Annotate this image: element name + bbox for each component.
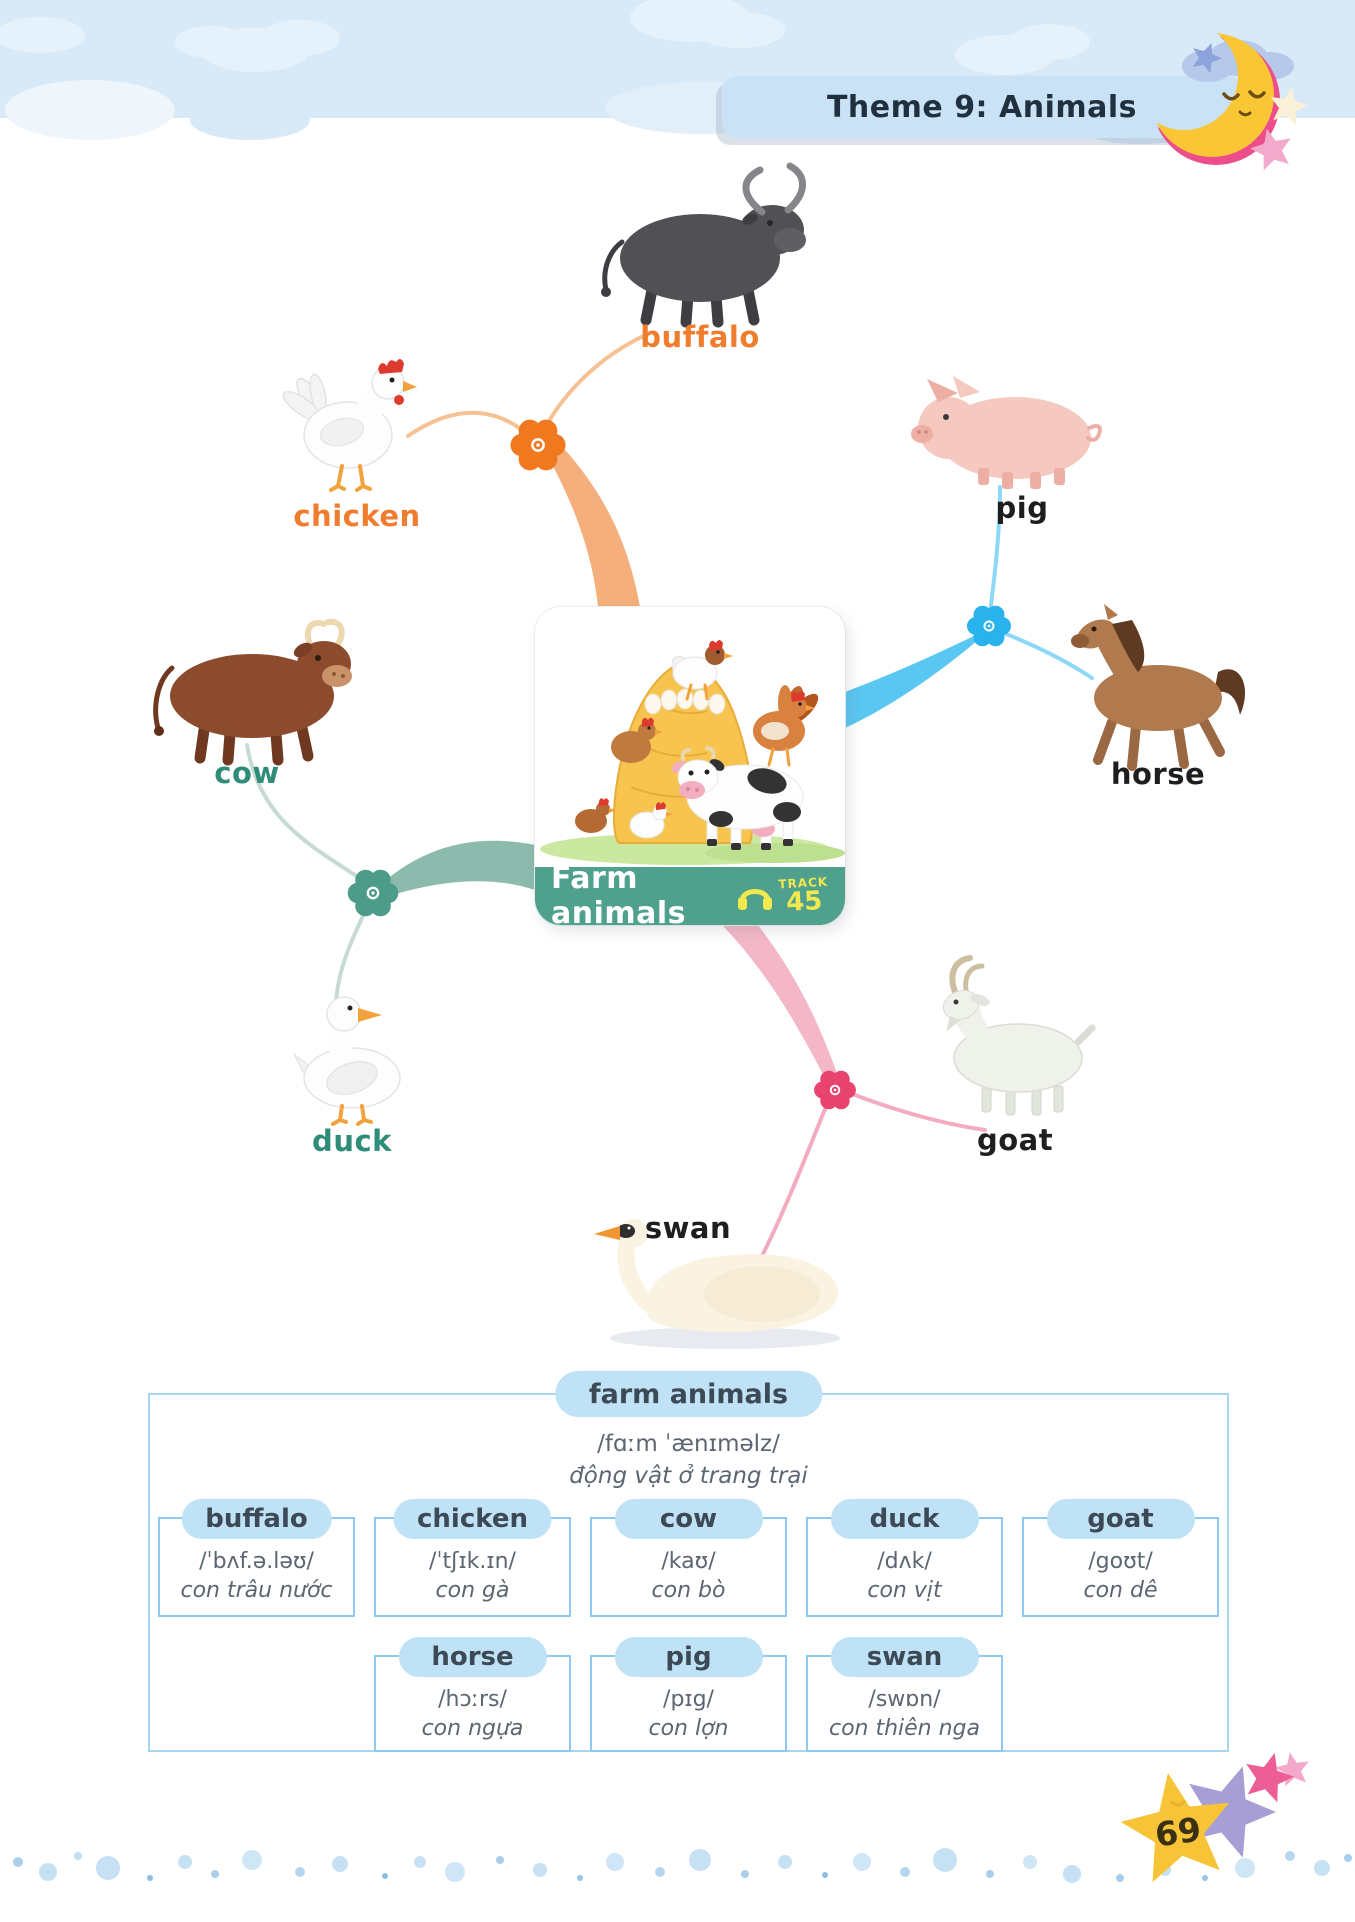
branch-pig xyxy=(987,485,1002,622)
trunk-orange xyxy=(540,434,640,607)
left-hen xyxy=(611,717,663,763)
page-number: 69 xyxy=(1152,1809,1204,1855)
word-pill: goat xyxy=(1046,1499,1195,1539)
vocab-card-cow: cow /kaʊ/ con bò xyxy=(590,1499,787,1617)
branch-goat xyxy=(840,1088,987,1132)
goat-illustration xyxy=(942,955,1096,1116)
word-translation: con bò xyxy=(651,1578,726,1603)
vocab-card-duck: duck /dʌk/ con vịt xyxy=(806,1499,1003,1617)
right-rooster xyxy=(753,685,819,767)
audio-track-badge: TRACK 45 xyxy=(737,874,829,918)
flower-node-pink xyxy=(813,1069,857,1111)
word-translation: con vịt xyxy=(867,1578,942,1603)
word-translation: con lợn xyxy=(648,1716,729,1741)
vocab-group-title: farm animals xyxy=(588,1378,789,1410)
card-title-bar: Farm animals TRACK 45 xyxy=(535,861,845,925)
word-pill: horse xyxy=(398,1637,547,1677)
branches xyxy=(245,331,1094,1258)
dot-border xyxy=(13,1848,1352,1883)
farm-scene-illustration xyxy=(540,640,845,865)
word-translation: con thiên nga xyxy=(828,1716,981,1741)
word-pill: buffalo xyxy=(181,1499,332,1539)
label-duck: duck xyxy=(312,1124,392,1158)
top-chicken xyxy=(671,640,733,701)
word-translation: con trâu nước xyxy=(180,1578,333,1603)
front-hens xyxy=(575,798,673,839)
branch-cow xyxy=(245,743,370,886)
word-translation: con gà xyxy=(435,1578,510,1603)
word-translation: con dê xyxy=(1083,1578,1158,1603)
word-ipa: /kaʊ/ xyxy=(661,1549,716,1574)
word-ipa: /ˈbʌf.ə.ləʊ/ xyxy=(199,1549,314,1574)
horse-illustration xyxy=(1071,604,1246,771)
word-pill: swan xyxy=(830,1637,979,1677)
word-pill: cow xyxy=(614,1499,763,1539)
vocab-row-1: buffalo /ˈbʌf.ə.ləʊ/ con trâu nước chick… xyxy=(158,1499,1219,1617)
vocab-group-ipa: /fɑːm ˈænɪməlz/ xyxy=(597,1431,780,1457)
mindmap xyxy=(153,162,1246,1349)
vocab-card-swan: swan /swɒn/ con thiên nga xyxy=(806,1637,1003,1752)
vocab-card-buffalo: buffalo /ˈbʌf.ə.ləʊ/ con trâu nước xyxy=(158,1499,355,1617)
vocab-group-translation: động vật ở trang trại xyxy=(569,1463,808,1489)
vocab-card-chicken: chicken /ˈtʃɪk.ɪn/ con gà xyxy=(374,1499,571,1617)
vocab-card-goat: goat /goʊt/ con dê xyxy=(1022,1499,1219,1617)
footer-decoration xyxy=(13,1746,1352,1886)
vocab-card-horse: horse /hɔːrs/ con ngựa xyxy=(374,1637,571,1752)
label-horse: horse xyxy=(1110,757,1206,791)
track-number: TRACK 45 xyxy=(778,874,829,918)
word-pill: duck xyxy=(830,1499,979,1539)
word-ipa: /swɒn/ xyxy=(868,1687,941,1712)
word-ipa: /ˈtʃɪk.ɪn/ xyxy=(429,1549,516,1574)
word-ipa: /pɪg/ xyxy=(663,1687,714,1712)
farm-animals-card: Farm animals TRACK 45 xyxy=(535,607,845,925)
moon-decoration xyxy=(1150,33,1311,173)
vocab-card-pig: pig /pɪg/ con lợn xyxy=(590,1637,787,1752)
label-cow: cow xyxy=(214,756,280,790)
label-pig: pig xyxy=(995,491,1049,525)
label-goat: goat xyxy=(976,1123,1054,1157)
card-title: Farm animals xyxy=(551,861,687,925)
word-ipa: /goʊt/ xyxy=(1088,1549,1153,1574)
word-pill: chicken xyxy=(393,1499,552,1539)
vocab-group-pill: farm animals xyxy=(554,1371,823,1417)
vocab-table: farm animals /fɑːm ˈænɪməlz/ động vật ở … xyxy=(148,1371,1229,1752)
word-ipa: /dʌk/ xyxy=(877,1549,932,1574)
trunk-teal xyxy=(379,840,535,897)
trunk-blue xyxy=(845,632,982,728)
cow-illustration xyxy=(153,618,352,766)
word-ipa: /hɔːrs/ xyxy=(438,1687,507,1712)
swan-illustration xyxy=(594,1219,840,1349)
trunks xyxy=(379,434,982,1084)
moon-face xyxy=(1222,90,1266,117)
word-translation: con ngựa xyxy=(421,1716,524,1741)
pig-illustration xyxy=(911,376,1102,489)
duck-illustration xyxy=(293,996,401,1126)
vocab-row-2: horse /hɔːrs/ con ngựa pig /pɪg/ con lợn… xyxy=(158,1637,1219,1752)
word-pill: pig xyxy=(614,1637,763,1677)
branch-buffalo xyxy=(538,331,652,440)
branch-swan xyxy=(760,1095,832,1258)
trunk-pink xyxy=(722,925,840,1084)
headphones-icon xyxy=(738,889,773,910)
crescent-moon-icon xyxy=(1150,33,1274,157)
buffalo-illustration xyxy=(601,162,806,328)
chicken-illustration xyxy=(282,358,417,492)
branch-horse xyxy=(994,628,1094,680)
label-chicken: chicken xyxy=(293,499,421,533)
card-cow xyxy=(671,746,804,850)
label-buffalo: buffalo xyxy=(640,320,760,354)
theme-title: Theme 9: Animals xyxy=(826,89,1138,125)
label-swan: swan xyxy=(644,1211,732,1245)
